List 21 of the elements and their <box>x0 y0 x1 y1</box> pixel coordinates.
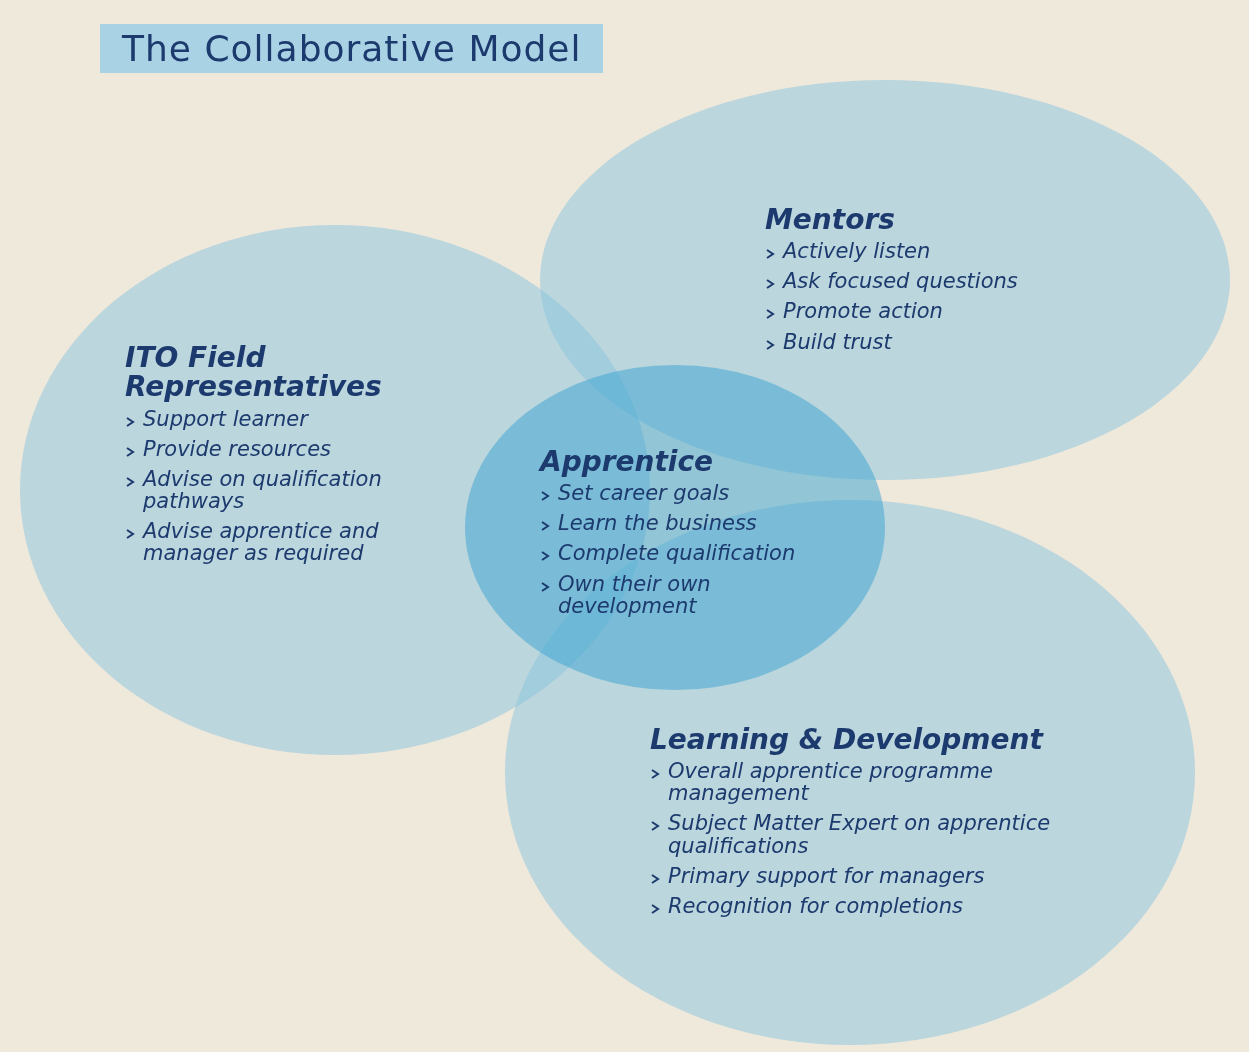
bullet-text: Learn the business <box>558 512 757 535</box>
bullet-text: Recognition for completions <box>668 894 963 917</box>
bullet-text: Support learner <box>143 407 308 430</box>
bullet-text: Provide resources <box>143 437 332 460</box>
bullet-text: Ask focused questions <box>783 270 1018 293</box>
bullet-text: Build trust <box>783 330 892 353</box>
heading: Mentors <box>765 205 896 235</box>
heading: Learning & Development <box>650 725 1045 755</box>
bullet-text: Promote action <box>783 300 943 323</box>
bullet-text: Advise apprentice and manager as required <box>143 519 380 565</box>
heading: Apprentice <box>540 447 715 477</box>
bullet-text: Complete qualification <box>558 542 796 565</box>
bullet-text: Subject Matter Expert on apprentice qualifications <box>668 812 1052 857</box>
heading: ITO Field Representatives <box>125 343 383 402</box>
bullet-text: Set career goals <box>558 482 730 505</box>
title-banner: The Collaborative Model <box>100 24 604 73</box>
bullet-text: Overall apprentice programme management <box>668 760 994 805</box>
bullet-text: Primary support for managers <box>668 864 985 887</box>
bullet-text: Own their own development <box>558 572 712 617</box>
bullet-text: Actively listen <box>783 240 931 263</box>
bullet-text: Advise on qualification pathways <box>143 467 383 512</box>
